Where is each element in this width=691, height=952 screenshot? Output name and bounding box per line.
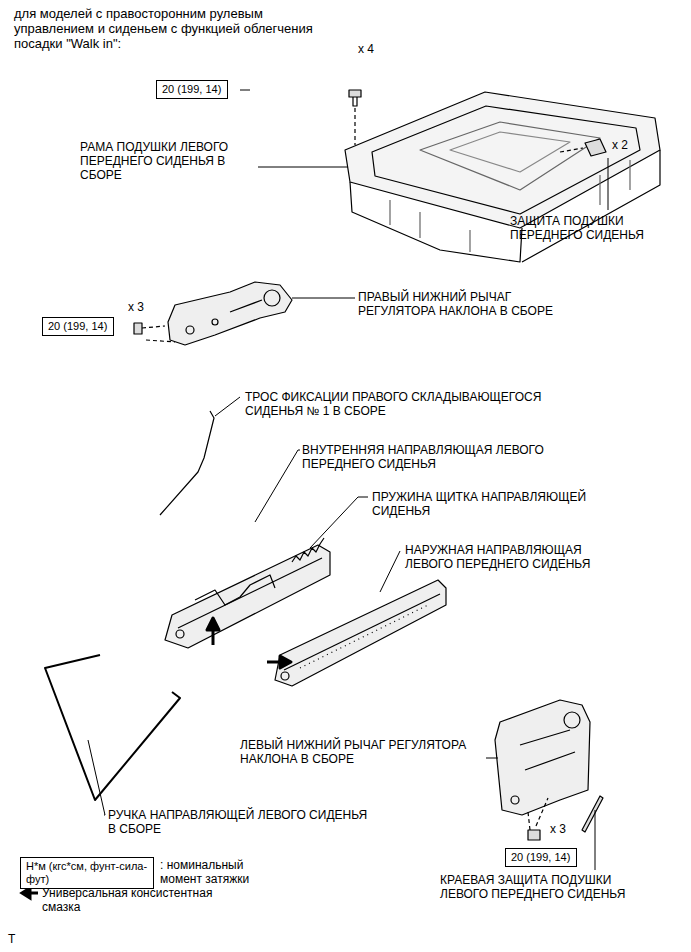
- part-name: ПРАВЫЙ НИЖНИЙ РЫЧАГ РЕГУЛЯТОРА НАКЛОНА В…: [358, 290, 558, 318]
- part-name: НАРУЖНАЯ НАПРАВЛЯЮЩАЯ ЛЕВОГО ПЕРЕДНЕГО С…: [405, 543, 595, 571]
- figure-code: T: [8, 932, 15, 946]
- grease-arrow: [207, 618, 219, 645]
- page-title: для моделей с правосторонним рулевым упр…: [14, 6, 344, 51]
- box-text: 20 (199, 14): [511, 851, 571, 864]
- part-name: ВНУТРЕННЯЯ НАПРАВЛЯЮЩАЯ ЛЕВОГО ПЕРЕДНЕГО…: [302, 443, 592, 471]
- part-name: ЗАЩИТА ПОДУШКИ ПЕРЕДНЕГО СИДЕНЬЯ: [510, 214, 680, 242]
- inner-rail: [165, 545, 330, 648]
- torque-box: 20 (199, 14): [156, 80, 228, 99]
- box-text: 20 (199, 14): [48, 320, 108, 333]
- box-text: Н*м (кгс*см, фунт-сила-фут): [26, 860, 148, 886]
- part-name: ЛЕВЫЙ НИЖНИЙ РЫЧАГ РЕГУЛЯТОРА НАКЛОНА В …: [240, 738, 485, 766]
- right-recliner-arm: [134, 282, 292, 345]
- legend-box: Н*м (кгс*см, фунт-сила-фут): [20, 857, 154, 889]
- guide-handle: [45, 655, 180, 800]
- edge-protector: [582, 796, 603, 832]
- part-name: РАМА ПОДУШКИ ЛЕВОГО ПЕРЕДНЕГО СИДЕНЬЯ В …: [80, 140, 255, 182]
- torque-box: 20 (199, 14): [42, 317, 114, 336]
- bolt: [349, 90, 361, 145]
- legend-text: : номинальный момент затяжки: [160, 858, 270, 886]
- part-name: ПРУЖИНА ЩИТКА НАПРАВЛЯЮЩЕЙ СИДЕНЬЯ: [372, 490, 602, 518]
- box-text: 20 (199, 14): [162, 83, 222, 96]
- quantity-mark: x 2: [612, 138, 628, 152]
- leader-lines: [88, 90, 608, 870]
- cushion-protector: [560, 139, 606, 156]
- outer-rail: [275, 580, 446, 686]
- legend-arrow: [22, 888, 38, 898]
- grease-arrow: [267, 656, 291, 668]
- left-recliner-arm: [495, 700, 590, 840]
- part-name: КРАЕВАЯ ЗАЩИТА ПОДУШКИ ЛЕВОГО ПЕРЕДНЕГО …: [440, 873, 640, 901]
- quantity-mark: x 4: [358, 42, 374, 56]
- torque-box: 20 (199, 14): [505, 848, 577, 867]
- quantity-mark: x 3: [128, 300, 144, 314]
- part-name: РУЧКА НАПРАВЛЯЮЩЕЙ ЛЕВОГО СИДЕНЬЯ В СБОР…: [108, 808, 378, 836]
- legend-text: Универсальная консистентная смазка: [42, 886, 242, 914]
- quantity-mark: x 3: [550, 822, 566, 836]
- lock-cable: [160, 411, 214, 515]
- part-name: ТРОС ФИКСАЦИИ ПРАВОГО СКЛАДЫВАЮЩЕГОСЯ СИ…: [245, 390, 585, 418]
- spring: [292, 538, 324, 562]
